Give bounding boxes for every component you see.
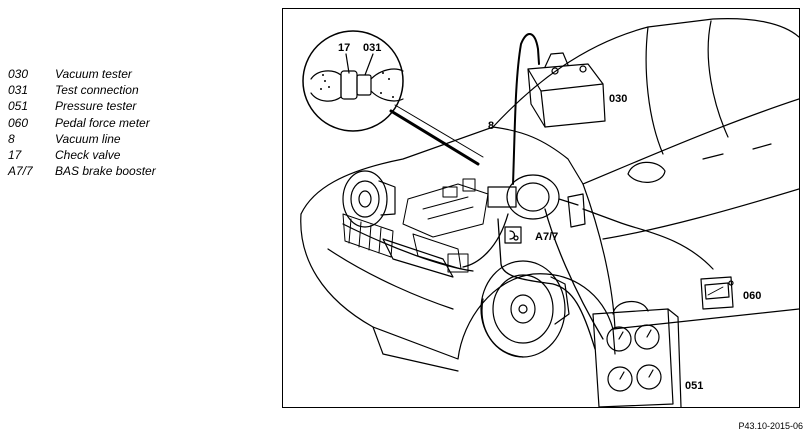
- left-brake-disc: [342, 170, 396, 228]
- label-test-connection: 031: [363, 42, 381, 54]
- legend-code: 8: [8, 131, 15, 146]
- side-mirror: [627, 161, 666, 183]
- legend-item: A7/7 BAS brake booster: [8, 163, 278, 179]
- vacuum-line: [512, 33, 540, 185]
- magnifier-callout: [302, 30, 484, 166]
- hydraulic-lines: [462, 208, 604, 350]
- diagram-figure: 17 031 030 8 A7/7 060 051: [282, 8, 800, 408]
- legend-code: 17: [8, 148, 22, 163]
- headlight: [382, 238, 454, 278]
- legend-code: A7/7: [8, 164, 33, 179]
- reference-code: P43.10-2015-06: [738, 421, 803, 431]
- label-vacuum-tester: 030: [609, 93, 627, 105]
- legend-code: 031: [8, 83, 29, 98]
- label-check-valve: 17: [338, 42, 350, 54]
- label-brake-booster: A7/7: [535, 231, 558, 243]
- label-vacuum-line: 8: [488, 120, 494, 132]
- legend-label: Vacuum line: [55, 131, 121, 146]
- pressure-tester: [592, 301, 682, 407]
- legend-label: Vacuum tester: [55, 67, 132, 82]
- label-pressure-tester: 051: [685, 380, 703, 392]
- legend-label: Check valve: [55, 148, 121, 163]
- legend-item: 030 Vacuum tester: [8, 66, 278, 82]
- legend-item: 060 Pedal force meter: [8, 115, 278, 131]
- brake-booster: [487, 174, 579, 220]
- pedal-force-meter: [700, 276, 734, 310]
- legend-code: 051: [8, 99, 29, 114]
- legend-item: 051 Pressure tester: [8, 98, 278, 114]
- legend-label: BAS brake booster: [55, 164, 156, 179]
- car-body-outline: [300, 18, 799, 372]
- front-brake-disc: [480, 260, 570, 358]
- vacuum-tester: [527, 52, 606, 128]
- engine-bay: [402, 178, 489, 273]
- car-test-setup-drawing: 17 031 030 8 A7/7 060 051: [300, 18, 799, 407]
- pedal-force-sensor: [567, 193, 714, 270]
- legend-label: Pressure tester: [55, 99, 137, 114]
- legend-code: 060: [8, 115, 29, 130]
- hatch-fill: [320, 72, 394, 98]
- door-handles: [702, 143, 772, 160]
- legend-label: Test connection: [55, 83, 139, 98]
- legend-list: 030 Vacuum tester 031 Test connection 05…: [8, 66, 278, 179]
- brake-symbol-box: [504, 226, 522, 244]
- legend-code: 030: [8, 67, 29, 82]
- legend-item: 8 Vacuum line: [8, 131, 278, 147]
- legend-item: 17 Check valve: [8, 147, 278, 163]
- legend-item: 031 Test connection: [8, 82, 278, 98]
- legend-label: Pedal force meter: [55, 115, 150, 130]
- label-pedal-force-meter: 060: [743, 290, 761, 302]
